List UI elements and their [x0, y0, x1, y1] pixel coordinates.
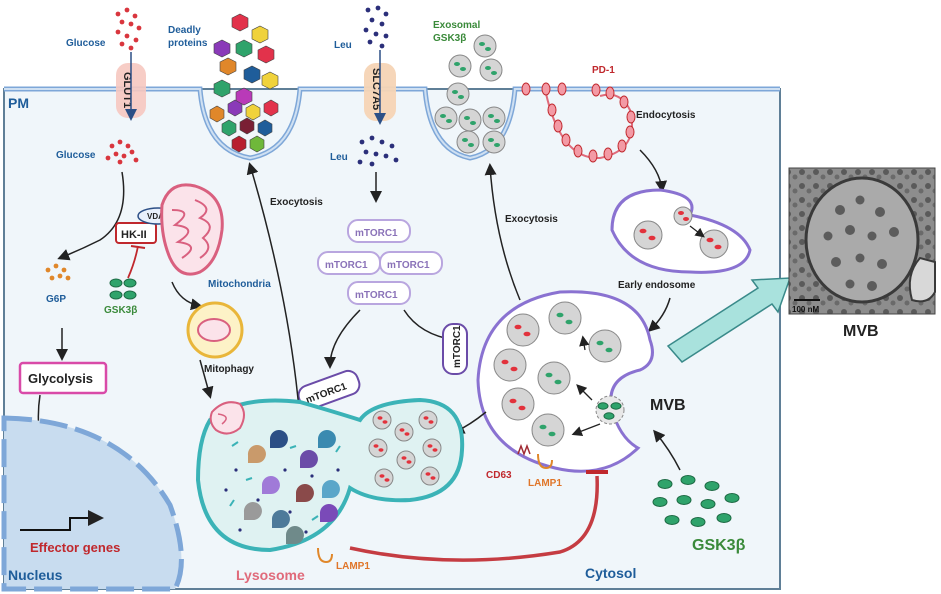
- glycolysis-label: Glycolysis: [28, 371, 93, 386]
- mtorc1-mvb-label: mTORC1: [452, 325, 463, 368]
- lamp1-mvb-marker: [537, 453, 553, 470]
- effector-genes-label: Effector genes: [30, 540, 120, 555]
- pd1-label: PD-1: [592, 65, 615, 76]
- lysosome-vesicle-cargo: [373, 416, 438, 482]
- lysosome-inhibits-mvb: [349, 475, 599, 562]
- vdac-label: VDAC: [147, 212, 170, 221]
- mvb-budding-gsk: [595, 395, 625, 425]
- mvb-cargo-green: [539, 312, 613, 437]
- glucose-extracellular: [115, 7, 142, 51]
- glut1-label: GLUT1: [121, 72, 133, 108]
- mvb-cargo-red: [501, 324, 531, 411]
- deadly-proteins-vesicle: [209, 99, 279, 153]
- exocytosis-left-label: Exocytosis: [270, 197, 323, 208]
- exocytosis-right-arrow: [484, 163, 521, 301]
- lysosome: [195, 397, 465, 553]
- slc7a5-label: SLC7A5: [370, 68, 382, 110]
- leu-in-label: Leu: [330, 152, 348, 163]
- mtorc1-c-label: mTORC1: [387, 260, 430, 271]
- mito-to-mitophagy-arrow: [171, 281, 203, 311]
- leu-out-label: Leu: [334, 40, 352, 51]
- glucose-out-label: Glucose: [66, 38, 106, 49]
- scale-bar-label: 100 nM: [792, 305, 819, 314]
- pm-label: PM: [8, 95, 29, 111]
- lysosome-fragments: [229, 441, 341, 521]
- early-endosome-cargo: [639, 211, 722, 250]
- leu-intracellular: [357, 135, 399, 167]
- magnify-arrow: [666, 277, 792, 363]
- g6p-label: G6P: [46, 294, 66, 305]
- glucose-intracellular: [105, 139, 139, 165]
- lysosome-mito-fragment: [209, 401, 245, 435]
- mitochondrion: [160, 183, 224, 276]
- pd1-receptors: [521, 82, 636, 163]
- mvb-intraluminal-vesicles: [493, 301, 622, 447]
- mvb-micrograph: 100 nM: [788, 167, 936, 315]
- lamp1-lysosome-marker: [317, 547, 333, 564]
- cytosol-label: Cytosol: [585, 565, 636, 581]
- hk2-label: HK-II: [121, 229, 147, 241]
- gsk3b-cytosol-label: GSK3β: [692, 537, 746, 554]
- glucose-in-label: Glucose: [56, 150, 96, 161]
- endocytosis-label: Endocytosis: [636, 110, 696, 121]
- leu-extracellular: [363, 5, 389, 49]
- glycolysis-box: [18, 361, 108, 395]
- mvb-label: MVB: [650, 397, 686, 414]
- micrograph-label: MVB: [843, 323, 879, 340]
- glucose-to-g6p-arrow: [57, 171, 125, 261]
- mtorc1-b-label: mTORC1: [325, 260, 368, 271]
- mtorc1-mvb-box: [442, 323, 468, 375]
- lysosome-enzymes: [243, 430, 340, 545]
- lamp1-lyso-label: LAMP1: [336, 561, 370, 572]
- nucleus-label: Nucleus: [8, 567, 63, 583]
- nucleus: [1, 415, 184, 592]
- lysosome-label: Lysosome: [236, 567, 305, 583]
- g6p-molecules: [45, 263, 71, 281]
- mitophagy-label: Mitophagy: [204, 364, 254, 375]
- mtorc1-cluster: mTORC1 mTORC1 mTORC1 mTORC1: [317, 219, 443, 305]
- mtorc1-d-label: mTORC1: [355, 290, 398, 301]
- gsk3b-mito-label: GSK3β: [104, 305, 137, 316]
- lamp1-mvb-label: LAMP1: [528, 478, 562, 489]
- lysosome-vesicles: [368, 410, 442, 488]
- gsk3b-cytosol-molecules: [652, 475, 740, 527]
- gsk-inhibits-hk2: [127, 245, 139, 279]
- hk2-box: [115, 222, 157, 244]
- exocytosis-left-arrow: [246, 162, 301, 421]
- early-endosome-label: Early endosome: [618, 280, 696, 291]
- exocytosis-right-label: Exocytosis: [505, 214, 558, 225]
- mitochondria-label: Mitochondria: [208, 279, 271, 290]
- exosomes-released: [434, 34, 506, 154]
- mtorc1-a-label: mTORC1: [355, 228, 398, 239]
- exosome-cargo-green: [440, 42, 500, 147]
- gsk3b-mito-molecules: [109, 278, 137, 300]
- lysosome-debris: [224, 468, 340, 534]
- cd63-marker: [517, 443, 531, 457]
- cd63-label: CD63: [486, 470, 512, 481]
